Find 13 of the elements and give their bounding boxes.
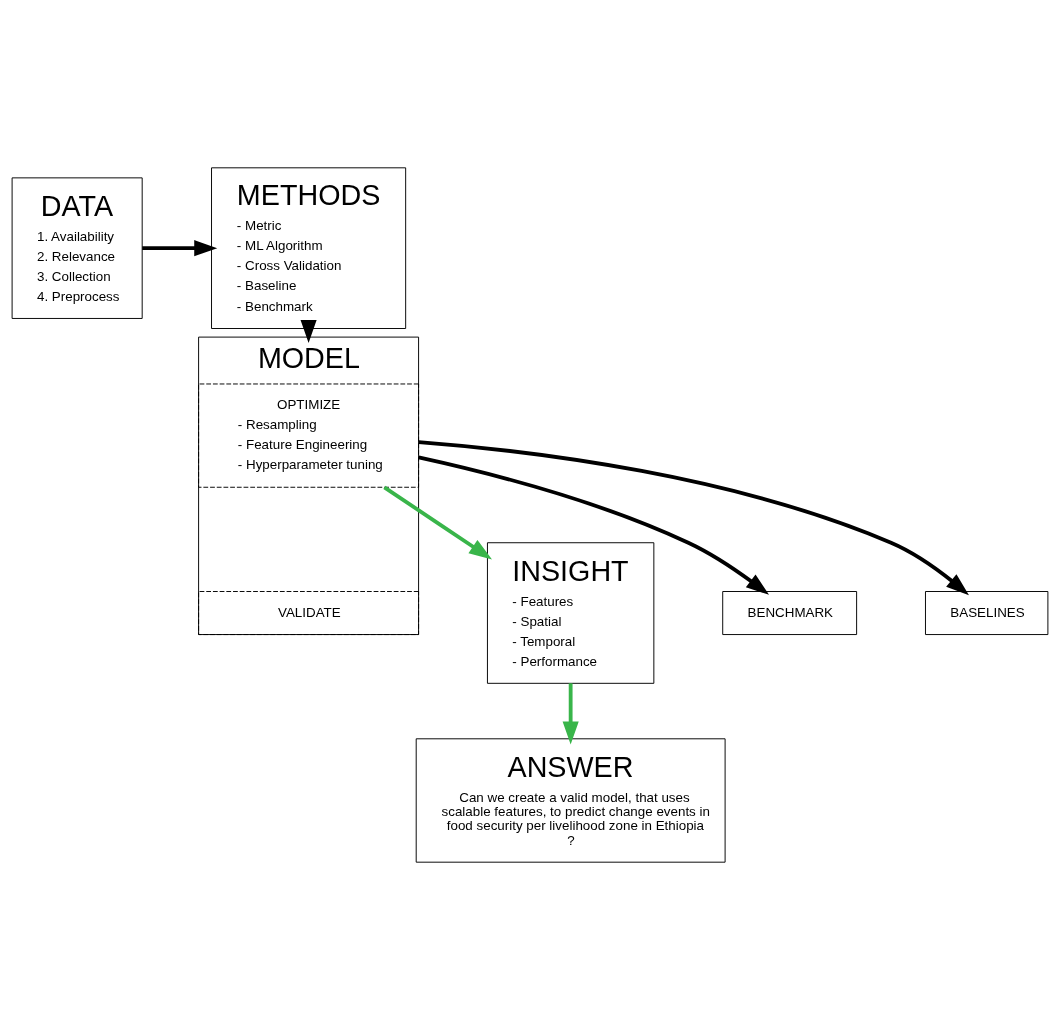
node-box: ANSWER Can we create a valid model, that uses scalable features, to predict change events in food security per livelihood zone in Ethiopia ? [415, 738, 726, 863]
arrow [142, 240, 218, 257]
node-box: VALIDATE [198, 591, 420, 636]
arrow [418, 455, 769, 595]
node-box: INSIGHT - Features - Spatial - Temporal - Performance [486, 542, 655, 684]
arrow [300, 319, 317, 343]
node-box: OPTIMIZE - Resampling - Feature Engineering - Hyperparameter tuning [198, 383, 420, 488]
arrow [383, 485, 493, 560]
node-box: BENCHMARK [722, 591, 858, 636]
node-box: BASELINES [925, 591, 1049, 636]
node-box: DATA 1. Availability 2. Relevance 3. Collection 4. Preprocess [11, 177, 143, 319]
arrow [562, 683, 579, 745]
arrow [418, 440, 969, 596]
